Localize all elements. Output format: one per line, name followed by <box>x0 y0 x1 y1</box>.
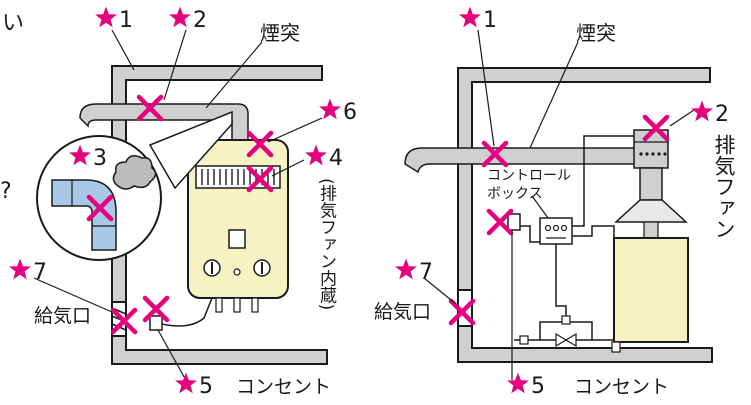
left-leader-lines <box>33 29 323 385</box>
control-box <box>539 217 573 245</box>
left-label-3: 3 <box>93 146 107 171</box>
left-star-2 <box>169 6 191 28</box>
right-label-2: 2 <box>715 102 729 127</box>
water-heater <box>187 139 289 313</box>
right-heater-body <box>613 237 689 343</box>
left-chimney-label: 煙突 <box>260 21 300 45</box>
left-intake-label: 給気口 <box>34 305 91 327</box>
right-label-7: 7 <box>419 260 433 285</box>
left-chimney-pipe <box>79 103 249 149</box>
left-question-mark: ? <box>0 179 12 204</box>
left-star-5 <box>175 372 197 394</box>
right-label-5: 5 <box>531 374 545 399</box>
left-star-1 <box>95 6 117 28</box>
right-leader-lines <box>423 29 695 380</box>
right-label-1: 1 <box>483 8 497 33</box>
left-outlet-label: コンセント <box>236 376 331 398</box>
right-valve-fittings <box>519 315 621 353</box>
left-star-6 <box>319 98 341 120</box>
left-label-6: 6 <box>343 100 357 125</box>
zoom-pointer <box>148 110 233 190</box>
left-power-cord <box>161 297 213 327</box>
right-star-5 <box>507 372 529 394</box>
left-fan-note: (排気ファン内蔵) <box>316 178 337 310</box>
smoke-puff-icon <box>112 155 157 190</box>
left-label-2: 2 <box>193 8 207 33</box>
left-label-4: 4 <box>329 146 343 171</box>
left-label-7: 7 <box>33 260 47 285</box>
left-stub-text: い <box>2 11 24 36</box>
right-chimney-label: 煙突 <box>576 21 616 45</box>
left-label-1: 1 <box>119 8 133 33</box>
right-outlet-icon <box>507 213 521 231</box>
left-label-5: 5 <box>199 374 213 399</box>
right-star-7 <box>395 258 417 280</box>
control-box-label-line1: コントロール <box>487 168 571 184</box>
right-outlet-label: コンセント <box>574 376 669 398</box>
right-intake-label: 給気口 <box>374 301 431 323</box>
left-outlet-icon <box>149 315 163 331</box>
right-fan-label: 排気ファン <box>712 134 736 239</box>
left-star-7 <box>9 258 31 280</box>
zoom-pipe-elbow <box>51 179 117 251</box>
left-diagram: い ? <box>0 6 357 399</box>
exhaust-fan-unit <box>614 129 688 239</box>
right-diagram: 1 煙突 2 排気ファン コントロール ボックス 7 給気口 5 コンセント <box>374 6 736 399</box>
left-wall-lower <box>111 335 328 365</box>
control-box-label-line2: ボックス <box>487 186 543 202</box>
right-star-2 <box>691 100 713 122</box>
right-star-1 <box>459 6 481 28</box>
left-star-4 <box>305 144 327 166</box>
